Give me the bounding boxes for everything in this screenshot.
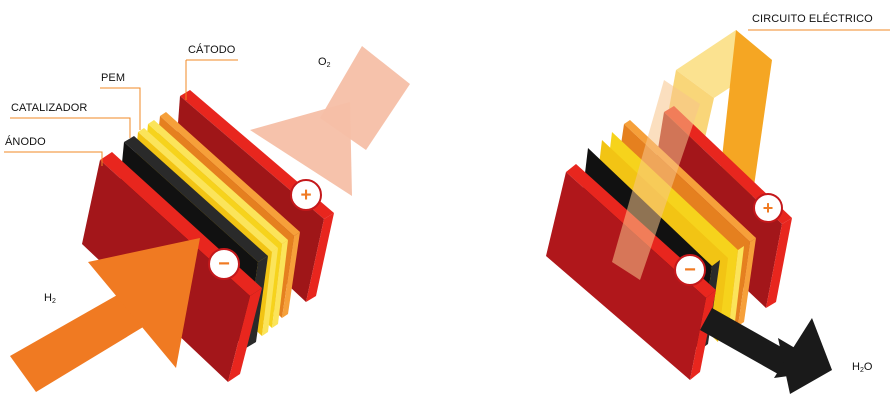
leader-anodo [4,151,103,166]
plus-badge-left: + [290,179,322,211]
water-prefix: H [852,361,860,373]
minus-sign: − [218,253,230,275]
oxygen-symbol: O [318,56,327,68]
label-oxygen: O2 [318,56,330,69]
minus-badge-right: − [674,254,706,286]
label-circuito: CIRCUITO ELÉCTRICO [752,13,873,25]
oxygen-subscript: 2 [326,62,331,69]
label-anodo: ÁNODO [5,136,46,148]
label-water: H2O [852,361,872,374]
label-catalizador: CATALIZADOR [11,102,88,114]
hydrogen-subscript: 2 [51,298,56,305]
minus-badge-left: − [208,248,240,280]
water-suffix: O [863,361,873,373]
plus-sign: + [300,185,311,206]
label-catodo: CÁTODO [188,44,236,56]
water-subscript: 2 [859,367,864,374]
minus-sign-right: − [684,259,696,281]
label-pem: PEM [101,72,126,84]
label-hydrogen: H2 [44,292,56,305]
plus-badge-right: + [753,193,783,223]
right-fuel-cell: + − [546,29,890,394]
plus-sign-right: + [763,198,774,218]
hydrogen-symbol: H [44,292,52,304]
hydrogen-arrow [10,238,200,392]
oxygen-arrow [250,46,410,196]
leader-pem [100,87,141,130]
left-fuel-cell: + − [4,46,410,392]
circuit-band-front [612,80,700,280]
leader-lines [4,59,238,166]
water-arrow [700,308,832,394]
leader-catalizador [10,117,131,138]
